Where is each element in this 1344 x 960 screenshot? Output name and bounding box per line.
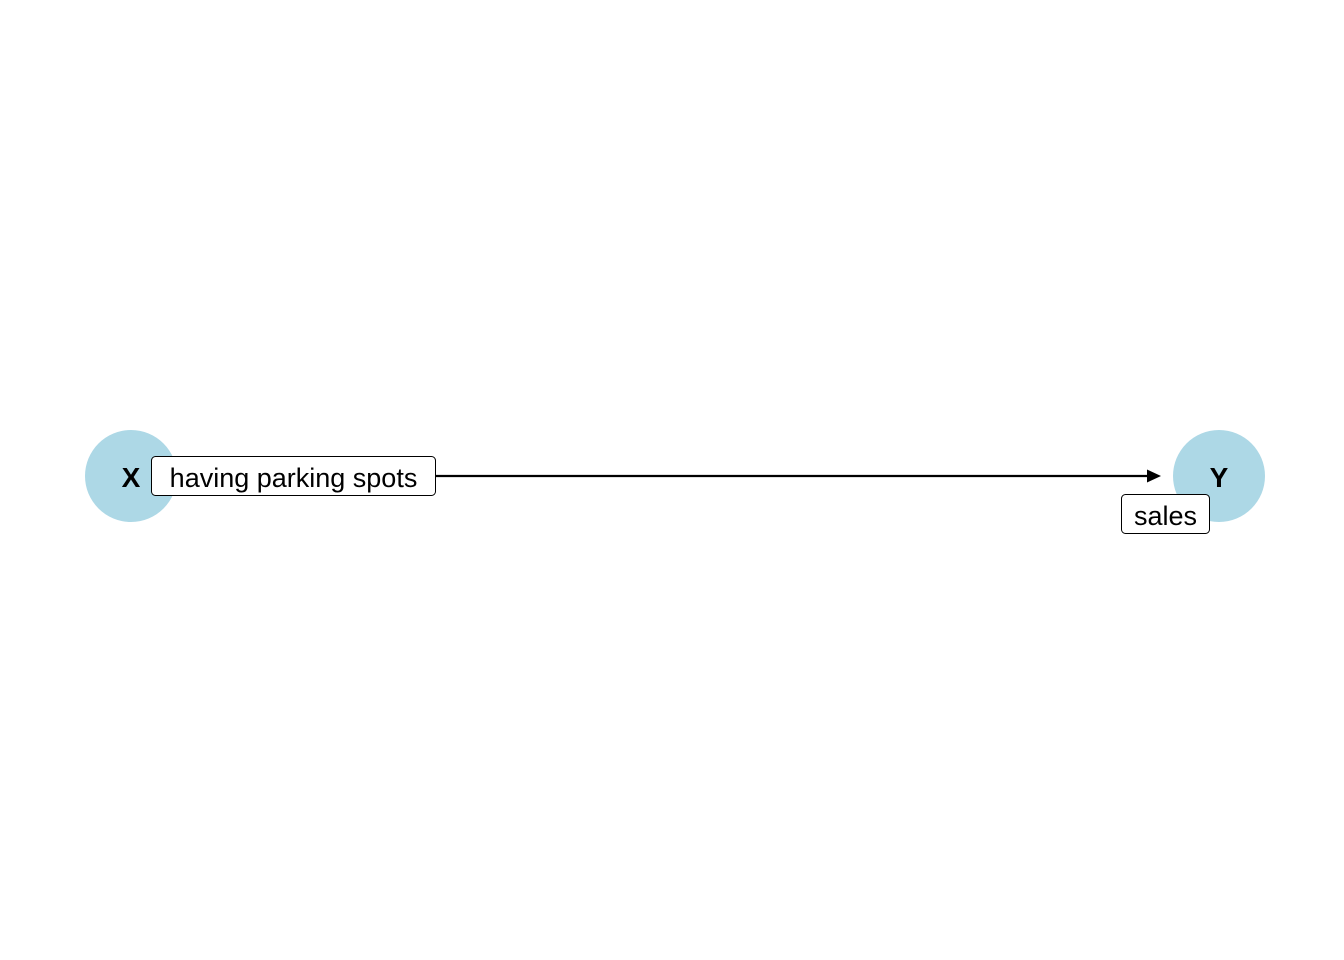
node-x-description-tag: having parking spots xyxy=(151,456,436,496)
node-y-label: Y xyxy=(1210,462,1229,493)
node-x-circle xyxy=(85,430,177,522)
node-y-description-text: sales xyxy=(1134,501,1197,531)
node-x: X xyxy=(85,430,177,522)
node-y-description-box xyxy=(1121,494,1210,534)
node-y-description-tag: sales xyxy=(1121,494,1210,534)
node-x-description-box xyxy=(151,456,436,496)
arrow-head-icon xyxy=(1147,469,1161,483)
node-x-label: X xyxy=(122,462,141,493)
node-x-description-text: having parking spots xyxy=(170,463,418,493)
